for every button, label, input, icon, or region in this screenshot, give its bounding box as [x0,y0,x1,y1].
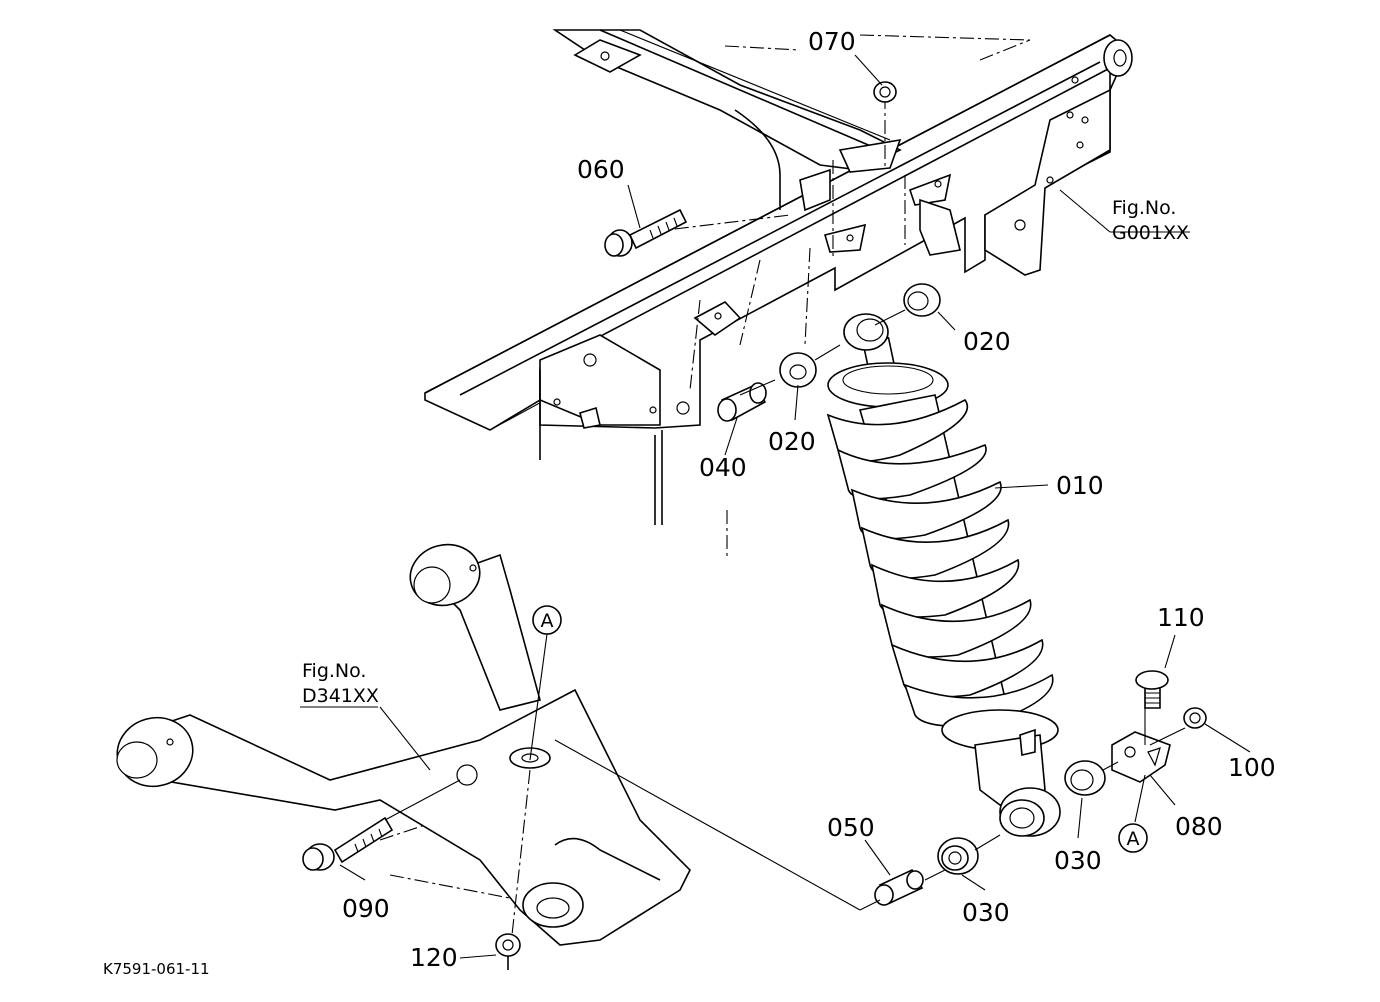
collar-040 [717,382,767,422]
fig-ref-arm: Fig.No. D341XX [302,660,379,707]
leader-lines [300,54,1251,959]
nut-070 [873,81,897,103]
fig-ref-frame-prefix: Fig.No. [1112,197,1176,219]
callout-a-bottom: A [1118,823,1148,853]
label-070: 070 [808,27,856,56]
frame-assembly [424,29,1133,525]
fig-ref-frame: Fig.No. G001XX [1112,197,1189,244]
label-080: 080 [1175,812,1223,841]
bushing-030-right [1064,760,1106,796]
bushing-030-left [937,837,979,875]
bolt-060 [604,208,688,257]
collar-050 [874,868,924,906]
bushing-020-upper [903,283,941,317]
bolt-110 [1135,670,1169,709]
nut-120 [495,933,521,970]
label-020-upper: 020 [963,327,1011,356]
label-030-right: 030 [1054,846,1102,875]
label-020-lower: 020 [768,427,816,456]
callout-a-bottom-text: A [1127,828,1140,850]
bushing-020-lower [779,352,817,388]
nut-100 [1183,707,1207,729]
label-060: 060 [577,155,625,184]
label-010: 010 [1056,471,1104,500]
label-040: 040 [699,453,747,482]
shock-absorber-spring [826,313,1061,837]
label-090: 090 [342,894,390,923]
label-120: 120 [410,943,458,972]
lower-arm-assembly [116,543,691,946]
figure-code: K7591-061-11 [103,960,210,978]
label-110: 110 [1157,603,1205,632]
fig-ref-arm-code: D341XX [302,685,379,707]
label-100: 100 [1228,753,1276,782]
part-labels: 070 060 020 020 040 010 110 100 080 050 … [342,27,1276,972]
fig-ref-frame-code: G001XX [1112,222,1189,244]
bolt-090 [302,816,394,871]
bracket-080 [1111,731,1171,783]
callout-a-top-text: A [541,610,554,632]
callout-a-top: A [532,605,562,635]
label-050: 050 [827,813,875,842]
fig-ref-arm-prefix: Fig.No. [302,660,366,682]
label-030-left: 030 [962,898,1010,927]
